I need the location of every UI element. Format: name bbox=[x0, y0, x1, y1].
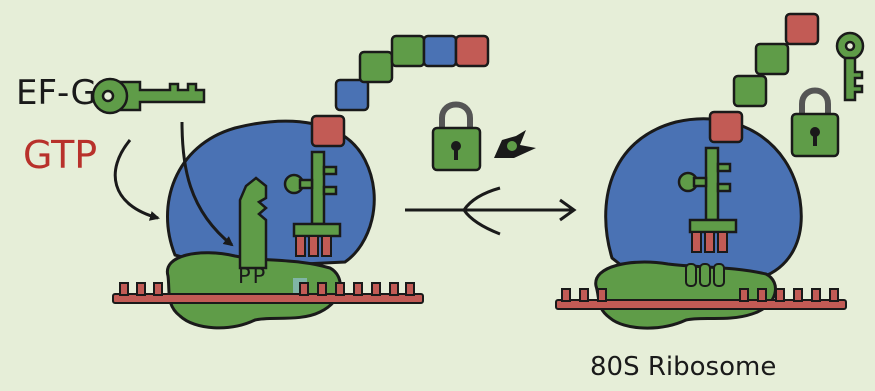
mrna-left bbox=[112, 282, 424, 304]
lock-icon-right bbox=[790, 87, 840, 158]
lock-icon bbox=[431, 101, 482, 172]
small-subunit-right bbox=[594, 260, 777, 330]
ef-g-key-icon bbox=[91, 77, 206, 115]
trna-icon-right bbox=[677, 146, 738, 287]
key-icon-right bbox=[835, 31, 865, 102]
peptide-chain-left bbox=[310, 34, 490, 148]
gtp-arrow bbox=[113, 139, 160, 221]
mrna-codon-teeth-left bbox=[119, 282, 415, 296]
ef-g-label: EF-G bbox=[16, 73, 97, 113]
large-subunit-right bbox=[604, 117, 803, 282]
p-site-label: PP bbox=[238, 264, 268, 288]
gtp-label: GTP bbox=[23, 133, 98, 177]
efg-key-in-ribosome-icon bbox=[238, 176, 268, 270]
efg-arrow bbox=[180, 121, 234, 247]
trna-icon-left bbox=[283, 150, 342, 257]
right-ribosome bbox=[594, 117, 803, 330]
bidirectional-arrow-icon bbox=[405, 186, 577, 236]
mrna-right bbox=[555, 288, 847, 310]
small-subunit bbox=[165, 251, 342, 330]
bird-icon bbox=[494, 130, 536, 158]
ribosome-label: 80S Ribosome bbox=[590, 352, 777, 382]
peptide-chain-right bbox=[708, 12, 820, 144]
